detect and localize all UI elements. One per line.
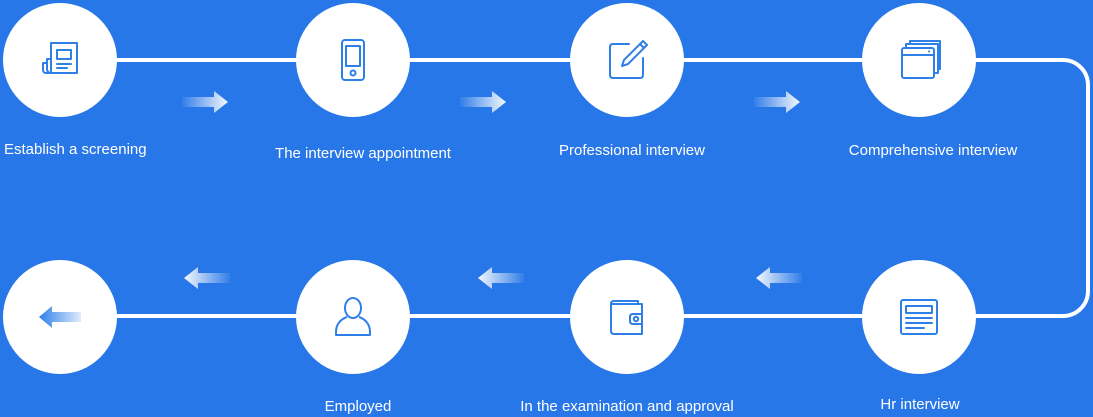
document-icon [42, 42, 78, 74]
back-arrow-icon [39, 306, 81, 328]
window-icon [901, 40, 941, 79]
step-label-hr-interview: Hr interview [880, 396, 960, 413]
arrow-left-3 [182, 265, 230, 291]
step-label-comprehensive-interview: Comprehensive interview [848, 142, 1018, 159]
step-node-establish-screening [3, 3, 117, 117]
arrow-left-1 [754, 265, 802, 291]
step-node-hr-interview [862, 260, 976, 374]
wallet-icon [610, 300, 643, 335]
step-node-interview-appointment [296, 3, 410, 117]
step-node-examination-approval [570, 260, 684, 374]
arrow-right-2 [460, 89, 508, 115]
step-node-comprehensive-interview [862, 3, 976, 117]
step-label-professional-interview: Professional interview [559, 142, 705, 159]
step-label-employed: Employed [324, 398, 392, 415]
step-label-interview-appointment: The interview appointment [275, 145, 451, 162]
arrow-right-3 [754, 89, 802, 115]
phone-icon [341, 39, 365, 81]
arrow-right-1 [182, 89, 230, 115]
pen-icon [609, 40, 648, 79]
newspaper-icon [900, 299, 938, 335]
step-node-professional-interview [570, 3, 684, 117]
arrow-left-2 [476, 265, 524, 291]
step-label-establish-screening: Establish a screening [4, 141, 147, 158]
step-node-finish [3, 260, 117, 374]
user-icon [335, 297, 371, 336]
step-node-employed [296, 260, 410, 374]
step-label-examination-approval: In the examination and approval [520, 398, 734, 415]
